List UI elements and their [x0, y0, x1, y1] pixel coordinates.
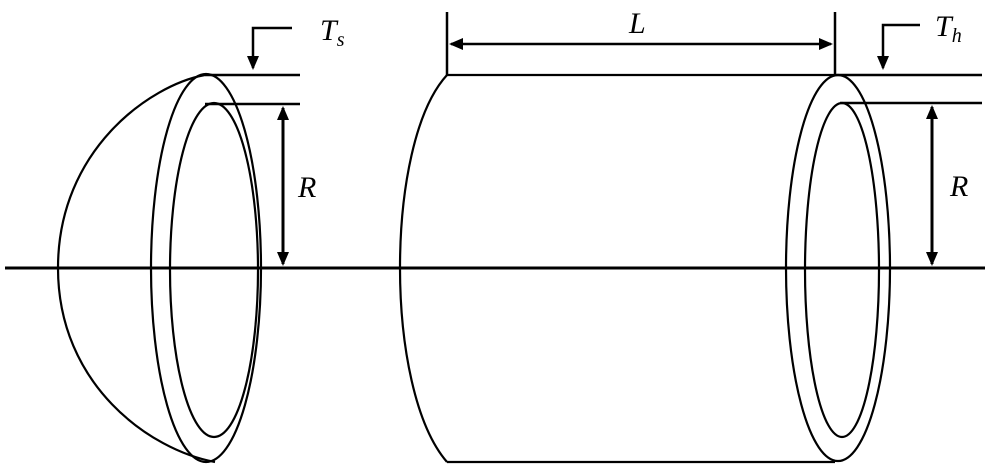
head-inner-rim [168, 101, 260, 439]
th-arrow [877, 23, 920, 70]
radius-label-head: R [297, 171, 316, 204]
th-thickness-annotation [835, 23, 982, 105]
ts-label: Ts [320, 14, 345, 51]
length-dimension [445, 12, 837, 75]
length-label: L [628, 7, 646, 40]
shell-inner-rim [803, 101, 881, 439]
ts-arrow [247, 26, 292, 70]
radius-label-shell: R [949, 170, 968, 203]
th-label: Th [935, 10, 962, 47]
ts-thickness-annotation [205, 26, 300, 106]
